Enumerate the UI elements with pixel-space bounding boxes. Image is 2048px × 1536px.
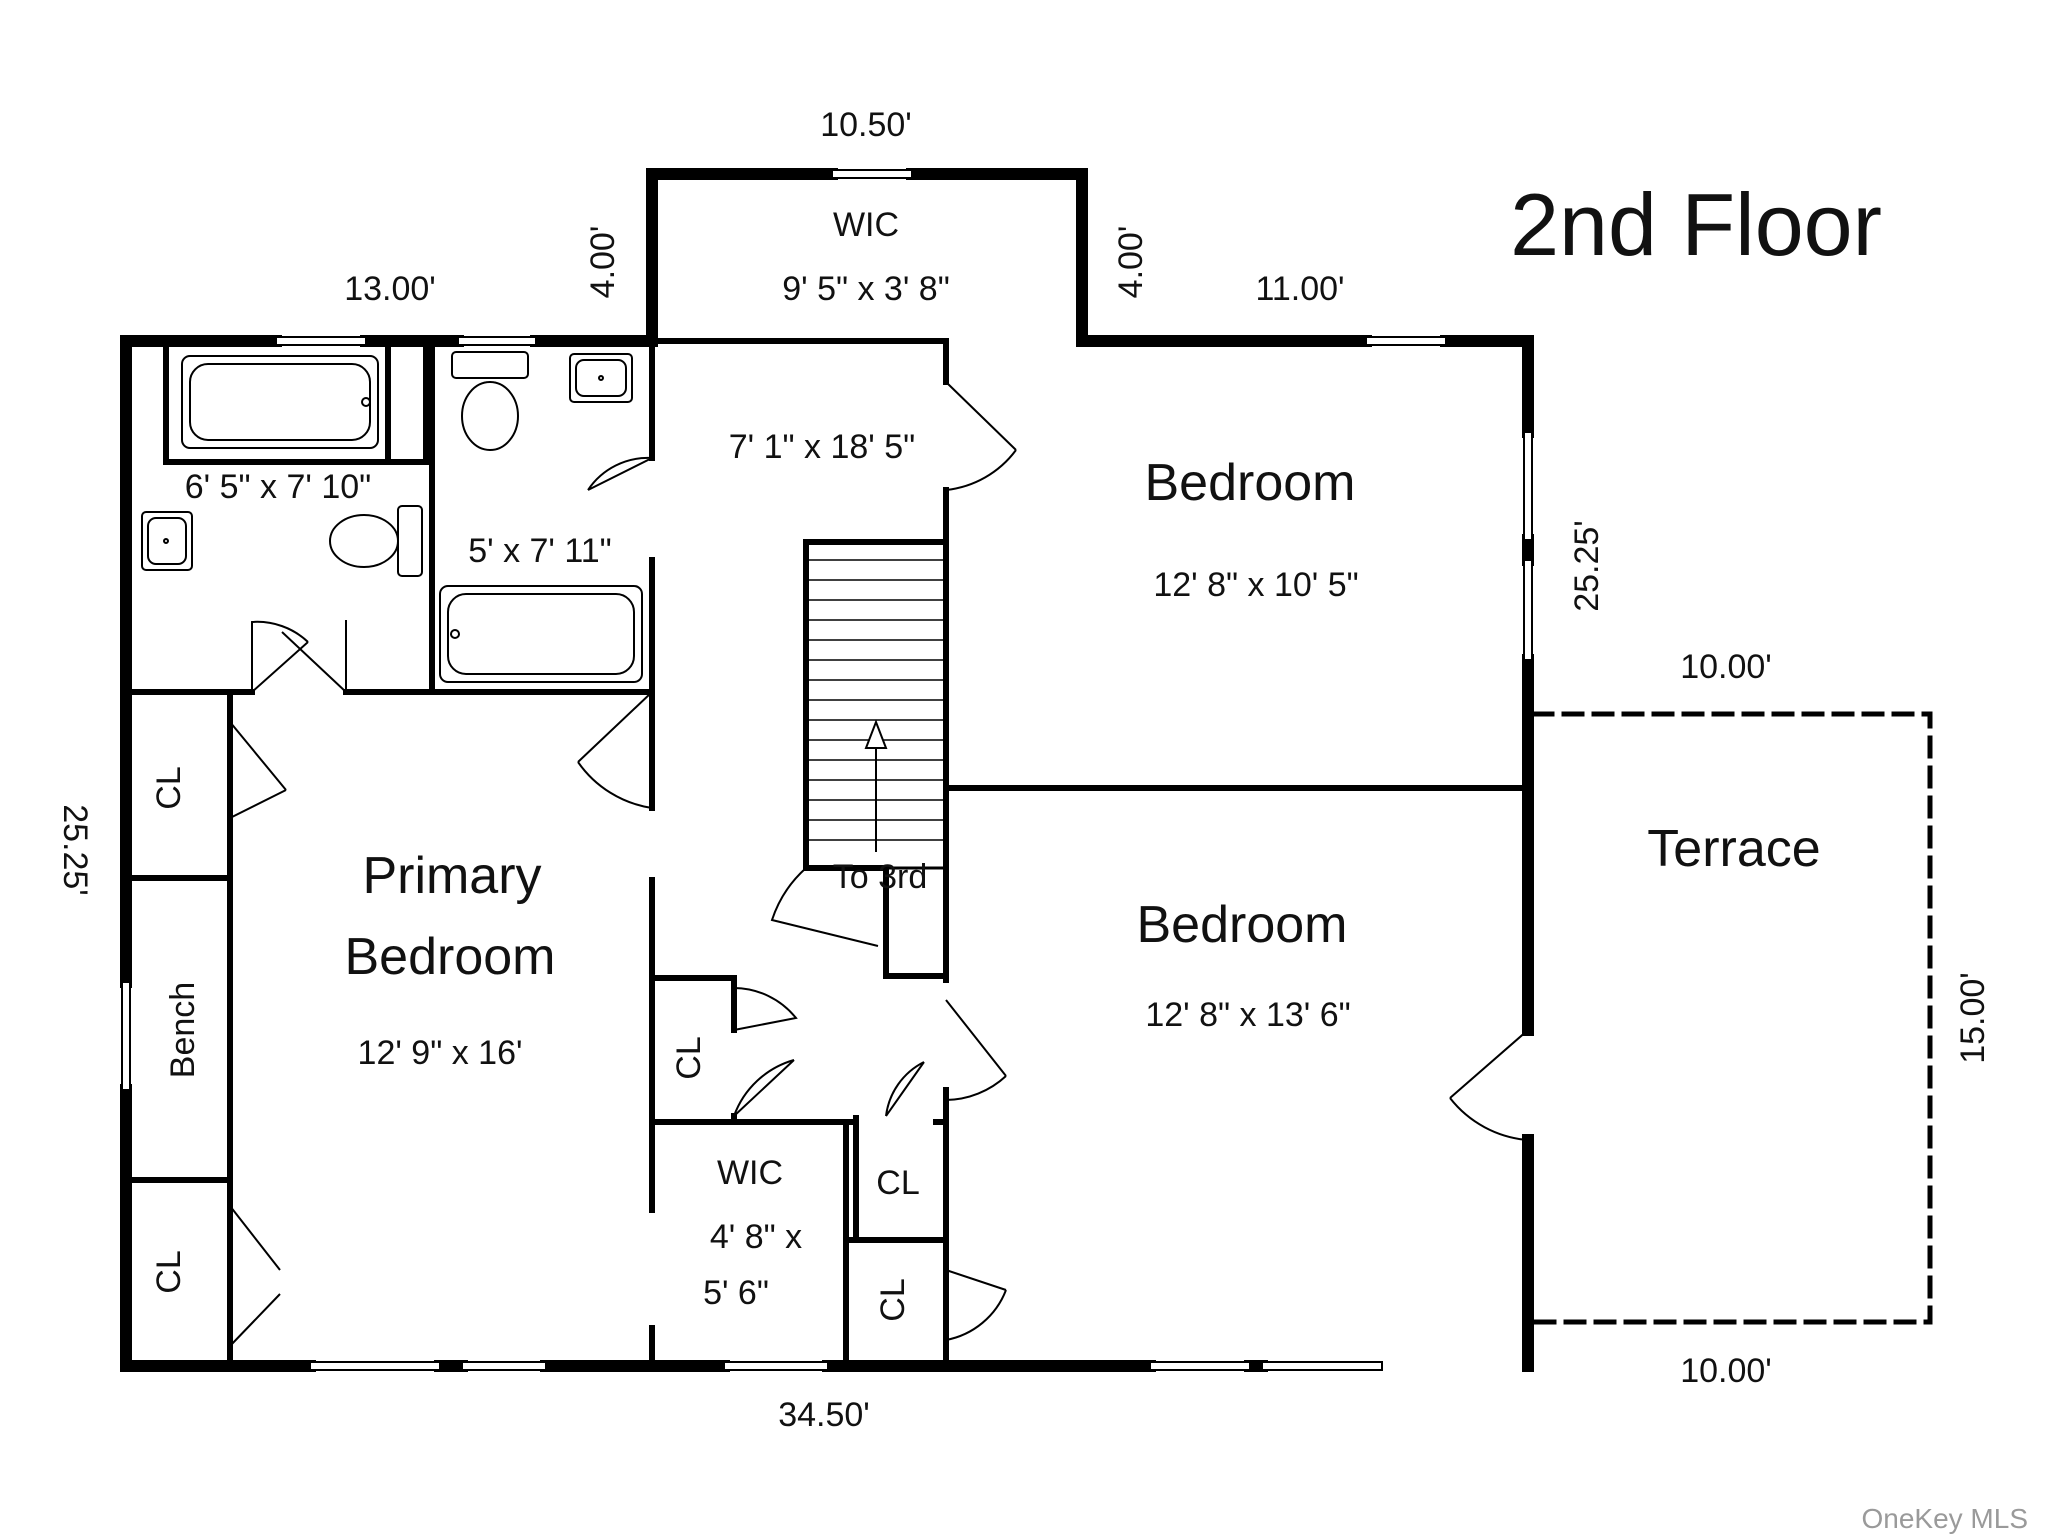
bedroom-top-size: 12' 8" x 10' 5" <box>1153 566 1358 604</box>
closet-lower-label: CL <box>150 1250 188 1293</box>
window <box>275 336 367 346</box>
dim-terrace-bottom: 10.00' <box>1680 1352 1772 1390</box>
doors <box>229 381 1529 1347</box>
closet-hall-label: CL <box>670 1036 708 1079</box>
dim-terrace-side: 15.00' <box>1954 972 1992 1064</box>
terrace-outline <box>1531 711 1933 1325</box>
bathtub-left <box>181 355 379 449</box>
floor-title: 2nd Floor <box>1510 175 1882 274</box>
dim-left: 25.25' <box>56 804 94 896</box>
door-swing <box>770 867 879 947</box>
door-swing <box>229 1205 281 1347</box>
door-swing <box>1449 1029 1529 1141</box>
fixtures <box>141 351 643 683</box>
primary-name-line1: Primary <box>362 847 541 905</box>
window <box>461 1361 547 1371</box>
window <box>457 336 537 346</box>
door-swing <box>945 999 1007 1101</box>
toilet-tank-right <box>451 351 529 379</box>
closet-mid-label: CL <box>876 1164 919 1202</box>
dim-wic-right: 4.00' <box>1112 226 1150 299</box>
sink-right <box>569 353 633 403</box>
toilet-tank-left <box>397 505 423 577</box>
door-swing <box>945 1269 1007 1341</box>
window <box>1365 336 1447 346</box>
dim-top-left: 13.00' <box>344 270 436 308</box>
windows <box>121 169 1533 1371</box>
stair-outline <box>804 540 948 870</box>
window <box>1261 1361 1383 1371</box>
closet-bottom-label: CL <box>874 1278 912 1321</box>
window <box>1523 431 1533 541</box>
bath-left-size: 6' 5" x 7' 10" <box>185 468 371 506</box>
door-swing <box>733 1059 795 1117</box>
watermark: OneKey MLS <box>1861 1503 2028 1534</box>
walls <box>120 168 1933 1372</box>
door-swing <box>229 721 287 819</box>
stairs-label: To 3rd <box>833 858 928 896</box>
toilet-bowl-right <box>461 381 519 451</box>
door-swing <box>577 691 653 809</box>
door-swing <box>733 987 798 1031</box>
dim-terrace-top: 10.00' <box>1680 648 1772 686</box>
window <box>121 981 131 1091</box>
labels: 2nd Floor 10.50' 13.00' 11.00' 4.00' 4.0… <box>56 106 2028 1534</box>
window <box>309 1361 441 1371</box>
window <box>723 1361 829 1371</box>
terrace-name: Terrace <box>1647 820 1820 878</box>
window <box>831 169 913 179</box>
wic-top-size: 9' 5" x 3' 8" <box>782 270 950 308</box>
toilet-bowl-left <box>329 514 399 568</box>
window <box>1149 1361 1251 1371</box>
bath-right-size: 5' x 7' 11" <box>468 532 612 570</box>
sink-left <box>141 511 193 571</box>
bench-label: Bench <box>164 982 202 1078</box>
window <box>1523 559 1533 661</box>
wic-bottom-size-1: 4' 8" x <box>710 1218 802 1256</box>
primary-name-line2: Bedroom <box>345 928 556 986</box>
door-swing <box>251 620 309 693</box>
door-swing <box>281 620 347 693</box>
dim-wic-left: 4.00' <box>584 226 622 299</box>
bedroom-bottom-size: 12' 8" x 13' 6" <box>1145 996 1350 1034</box>
staircase <box>804 540 948 870</box>
door-swing <box>945 381 1017 491</box>
door-swing <box>885 1061 925 1117</box>
primary-size: 12' 9" x 16' <box>358 1034 523 1072</box>
hall-size: 7' 1" x 18' 5" <box>729 428 915 466</box>
bedroom-bottom-name: Bedroom <box>1137 896 1348 954</box>
wic-bottom-size-2: 5' 6" <box>703 1274 769 1312</box>
dim-top-right: 11.00' <box>1255 270 1344 308</box>
bathtub-right <box>439 585 643 683</box>
exterior-wall-wic <box>646 168 1534 347</box>
dim-top-wic: 10.50' <box>820 106 912 144</box>
stair-arrow-head <box>864 719 888 749</box>
wic-top-name: WIC <box>833 206 899 244</box>
door-swing <box>587 456 653 491</box>
dim-right: 25.25' <box>1568 520 1606 612</box>
wic-bottom-name: WIC <box>717 1154 783 1192</box>
dim-bottom: 34.50' <box>778 1396 870 1434</box>
bedroom-top-name: Bedroom <box>1145 454 1356 512</box>
closet-upper-label: CL <box>150 766 188 809</box>
